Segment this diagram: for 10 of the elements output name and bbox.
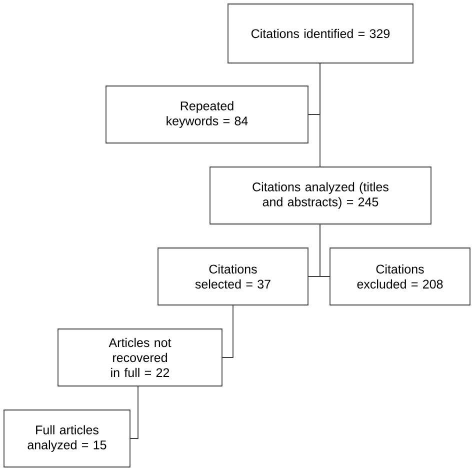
process-box: Articles not recovered in full = 22 <box>58 328 222 386</box>
process-box: Citations selected = 37 <box>158 248 308 306</box>
connector-line <box>130 386 138 439</box>
connector-line <box>222 304 234 358</box>
connector-line <box>320 224 330 277</box>
process-box: Citations excluded = 208 <box>330 248 470 306</box>
process-box: Citations analyzed (titles and abstracts) = 245 <box>210 166 432 224</box>
process-box: Full articles analyzed = 15 <box>4 410 130 468</box>
process-box: Citations identified = 329 <box>228 4 414 64</box>
process-box: Repeated keywords = 84 <box>106 86 308 144</box>
